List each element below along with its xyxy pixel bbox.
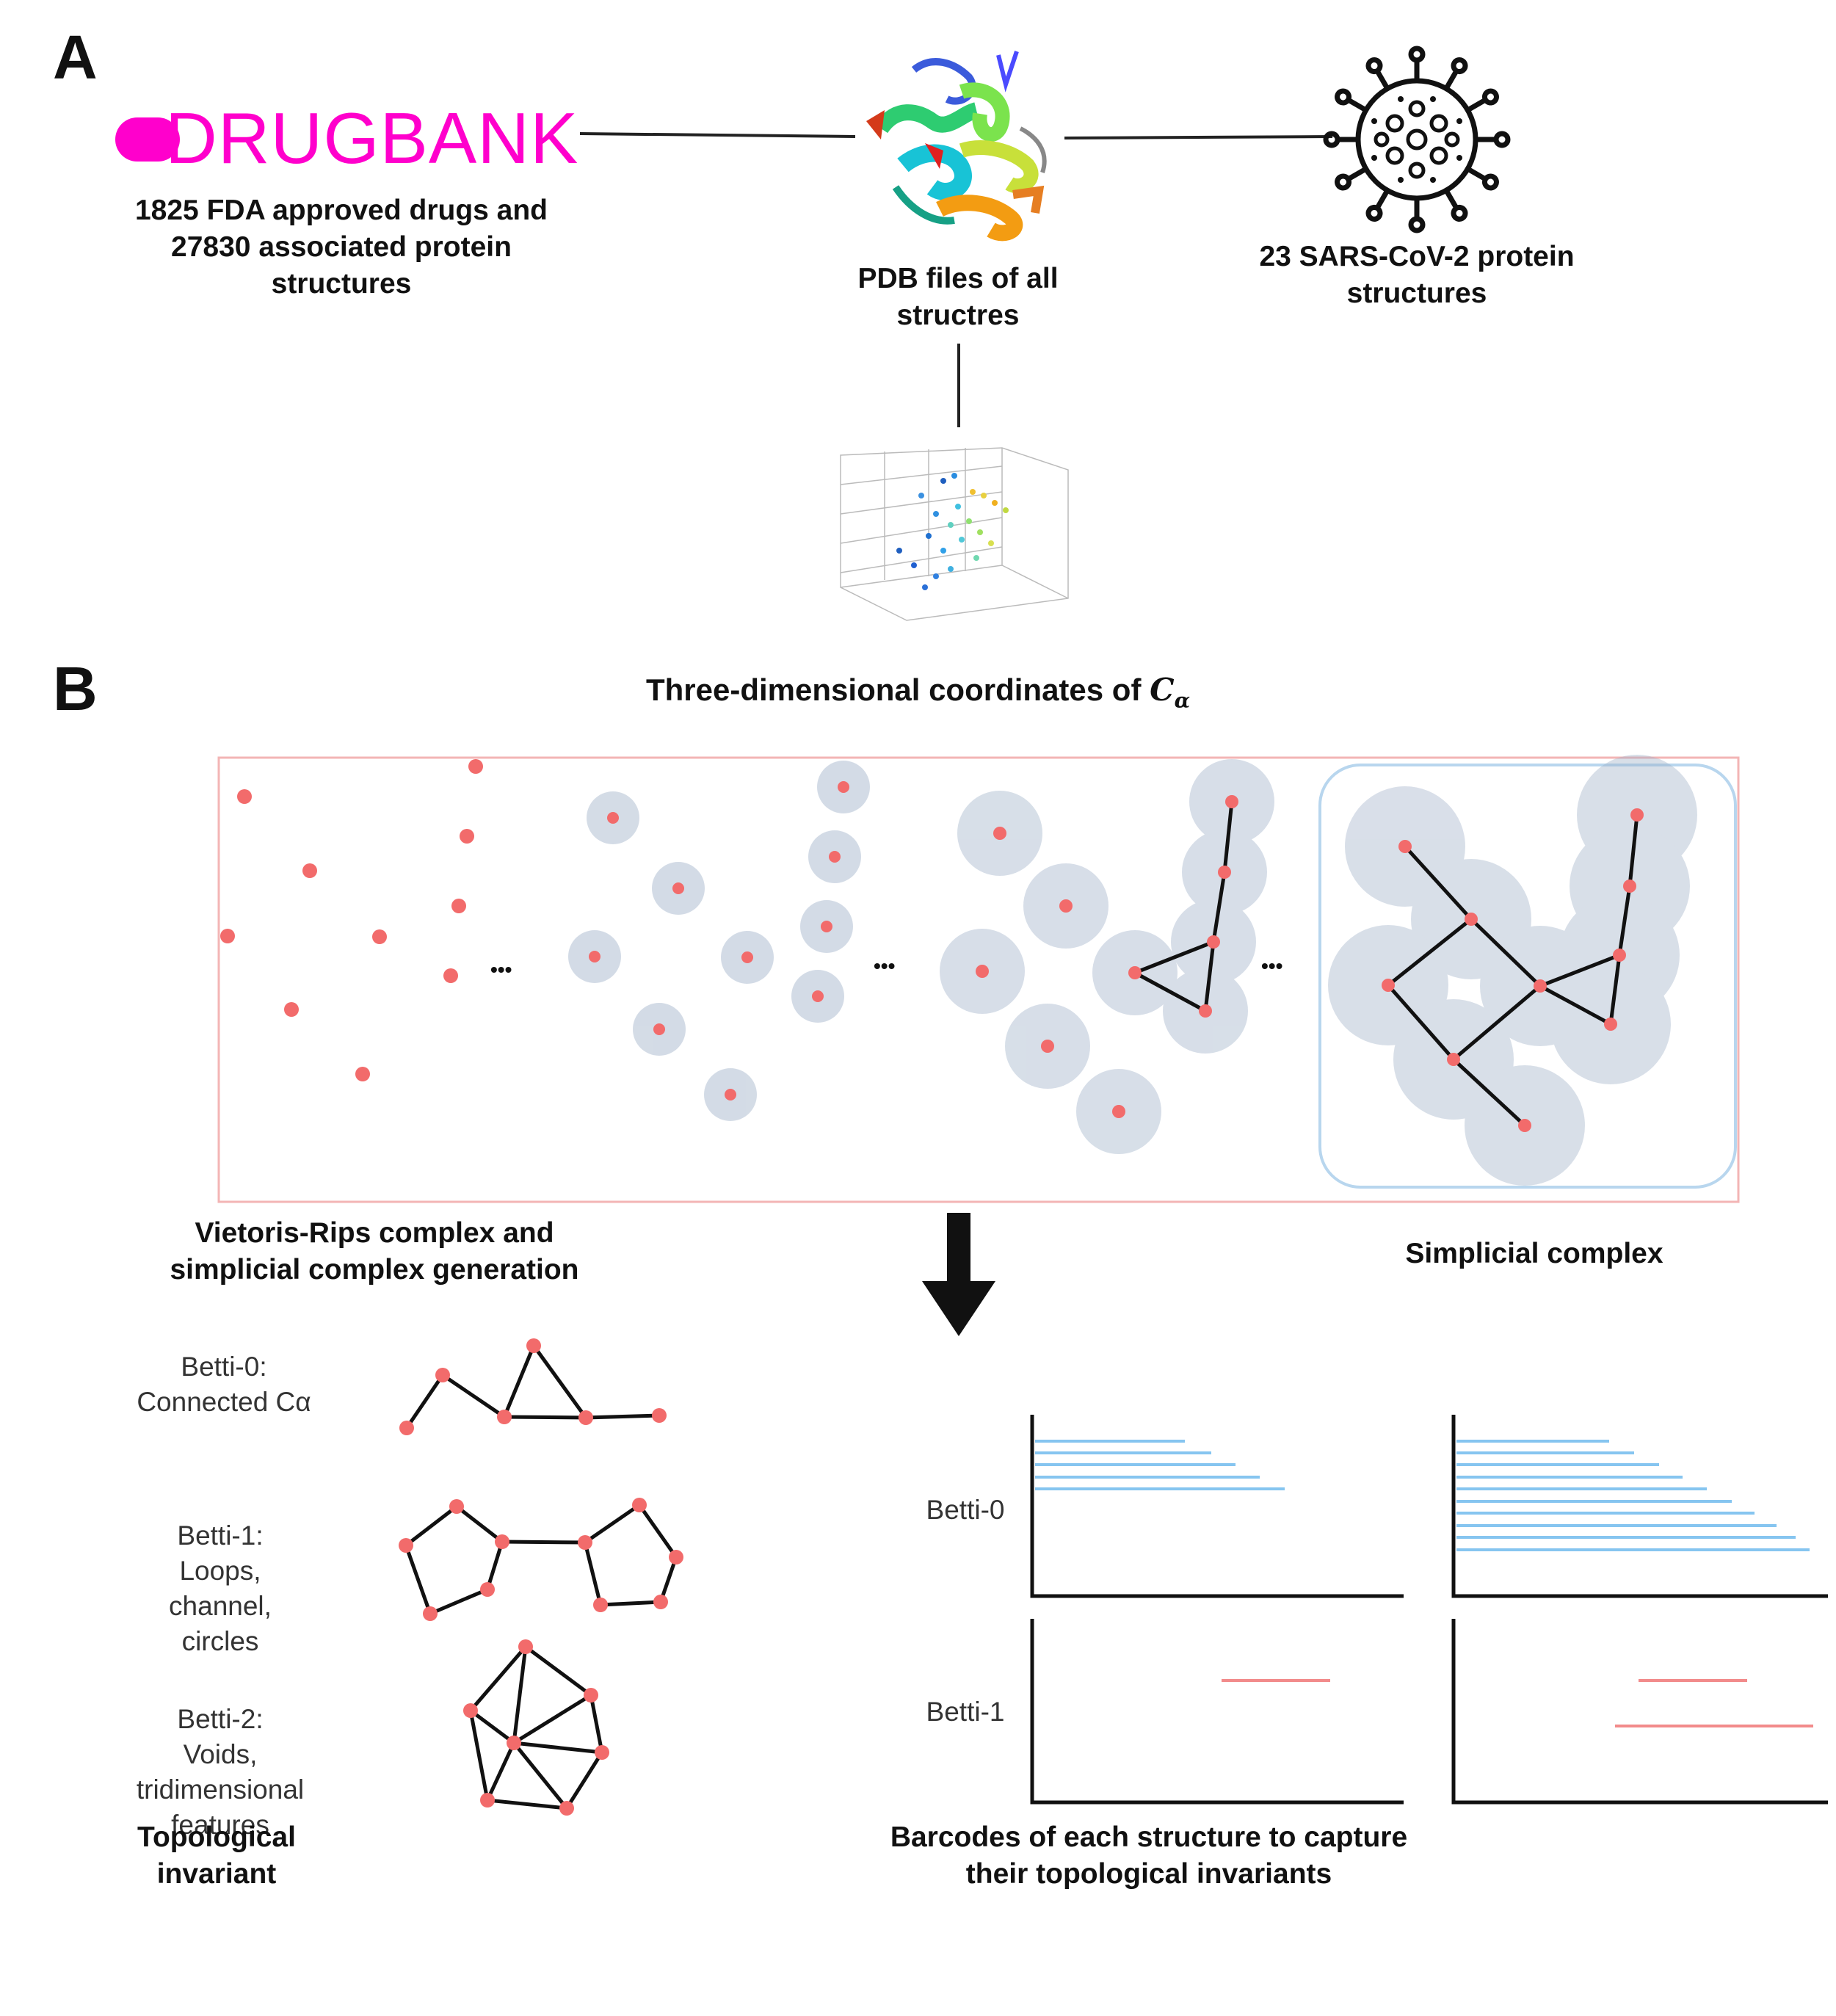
pdb-caption: PDB files of all structres — [857, 263, 1059, 331]
stage4-points — [1382, 808, 1644, 1132]
betti1-label: Betti-1: — [177, 1520, 264, 1551]
protein-structure-icon — [866, 51, 1047, 242]
connector-lines-a — [579, 132, 1333, 427]
stage4-edges — [1387, 814, 1639, 1127]
stage3-points — [976, 795, 1238, 1118]
betti2-text: Betti-2: Voids, tridimensional features — [66, 1702, 374, 1843]
drugbank-caption: 1825 FDA approved drugs and 27830 associ… — [134, 195, 548, 300]
sars-caption: 23 SARS-CoV-2 protein structures — [1259, 241, 1575, 309]
drugbank-logo: DRUGBANK — [114, 97, 584, 178]
barcode-row0-label: Betti-0 — [926, 1495, 1005, 1525]
scatter-3d-icon — [840, 447, 1069, 621]
simplicial-complex-caption: Simplicial complex — [1405, 1238, 1663, 1269]
betti2-desc: Voids, tridimensional features — [136, 1739, 305, 1840]
barcode-row1-label: Betti-1 — [926, 1697, 1005, 1727]
complex-generation-diagram — [217, 755, 1740, 1336]
stage3-edges — [1133, 801, 1234, 1013]
betti-example-graphs — [399, 1338, 683, 1816]
panel-a-label: A — [53, 23, 98, 92]
betti0-text: Betti-0: Connected Cα — [103, 1349, 345, 1420]
drugbank-pill-icon — [115, 117, 180, 162]
stage1-points — [220, 759, 483, 1081]
ellipsis-2: ••• — [874, 954, 896, 977]
betti1-text: Betti-1: Loops, channel, circles — [95, 1518, 345, 1659]
stage2-points — [589, 781, 849, 1101]
topological-invariant-title: Topological invariant — [137, 1821, 296, 1890]
drugbank-logo-text: DRUGBANK — [165, 98, 579, 178]
coords-subscript: α — [1174, 688, 1191, 713]
betti0-label: Betti-0: — [181, 1352, 267, 1382]
betti0-desc: Connected Cα — [137, 1387, 311, 1417]
coords-title: Three-dimensional coordinates of Cα — [646, 672, 1190, 712]
coords-symbol: C — [1150, 672, 1175, 708]
barcode-plots — [1030, 1415, 1828, 1805]
panel-b-label: B — [53, 654, 98, 723]
stage3-balls — [940, 759, 1274, 1154]
betti1-desc: Loops, channel, circles — [169, 1556, 272, 1656]
ellipsis-3: ••• — [1261, 954, 1283, 977]
ellipsis-1: ••• — [490, 958, 512, 981]
vietoris-rips-caption: Vietoris-Rips complex and simplicial com… — [170, 1217, 579, 1286]
down-arrow-icon — [922, 1213, 995, 1336]
coords-title-text: Three-dimensional coordinates of — [646, 672, 1142, 707]
betti2-label: Betti-2: — [177, 1704, 264, 1734]
barcodes-caption: Barcodes of each structure to capture th… — [890, 1821, 1408, 1890]
virus-icon — [1321, 46, 1512, 235]
